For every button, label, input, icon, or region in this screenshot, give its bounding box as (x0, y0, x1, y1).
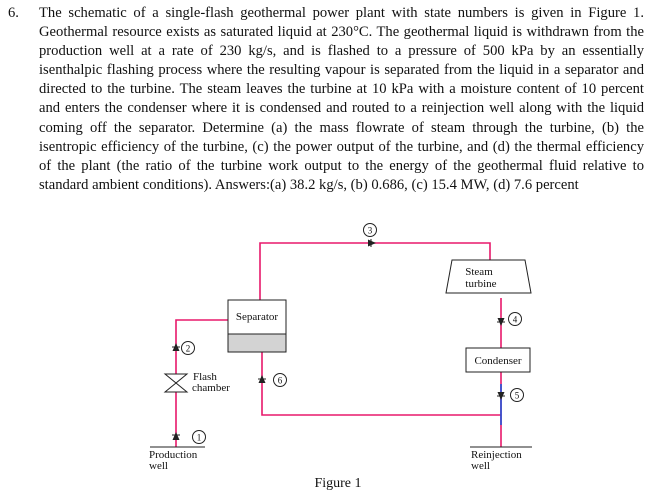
steam-turbine: Steam turbine (445, 259, 532, 294)
condenser: Condenser (465, 347, 531, 373)
arrow-state-3 (368, 239, 376, 247)
svg-text:2: 2 (186, 344, 191, 354)
svg-text:4: 4 (513, 315, 518, 325)
condenser-label: Condenser (474, 355, 521, 367)
flash-chamber-valve (163, 373, 189, 393)
state-marker-5: 5 (510, 388, 524, 402)
reinjection-well-label-line2: well (471, 460, 490, 472)
svg-text:5: 5 (515, 391, 520, 401)
problem-text: The schematic of a single-flash geotherm… (39, 5, 644, 193)
separator-label: Separator (236, 311, 278, 323)
state-ticks (172, 239, 505, 436)
svg-text:6: 6 (278, 376, 283, 386)
state-marker-4: 4 (508, 312, 522, 326)
state-marker-3: 3 (363, 223, 377, 237)
pipe-separator-liquid (261, 349, 501, 416)
problem-statement: 6. The schematic of a single-flash geoth… (8, 4, 644, 195)
separator: Separator (227, 299, 287, 353)
flash-chamber-label-line1: Flash (193, 371, 217, 383)
state-marker-6: 6 (273, 373, 287, 387)
state-marker-2: 2 (181, 341, 195, 355)
flash-chamber-label-line2: chamber (192, 382, 230, 394)
figure-caption: Figure 1 (314, 476, 361, 491)
reinjection-well-label-line1: Reinjection (471, 449, 522, 461)
svg-text:1: 1 (197, 433, 202, 443)
svg-text:3: 3 (368, 226, 373, 236)
state-markers: 1 2 3 4 5 6 (181, 223, 524, 444)
production-well-label-line1: Production (149, 449, 198, 461)
production-well-label-line2: well (149, 460, 168, 472)
problem-number: 6. (8, 5, 19, 21)
turbine-label-line1: Steam (465, 266, 493, 278)
state-marker-1: 1 (192, 430, 206, 444)
turbine-label-line2: turbine (465, 278, 496, 290)
arrow-state-1 (172, 432, 180, 440)
pipe-flash-to-separator (175, 319, 228, 374)
